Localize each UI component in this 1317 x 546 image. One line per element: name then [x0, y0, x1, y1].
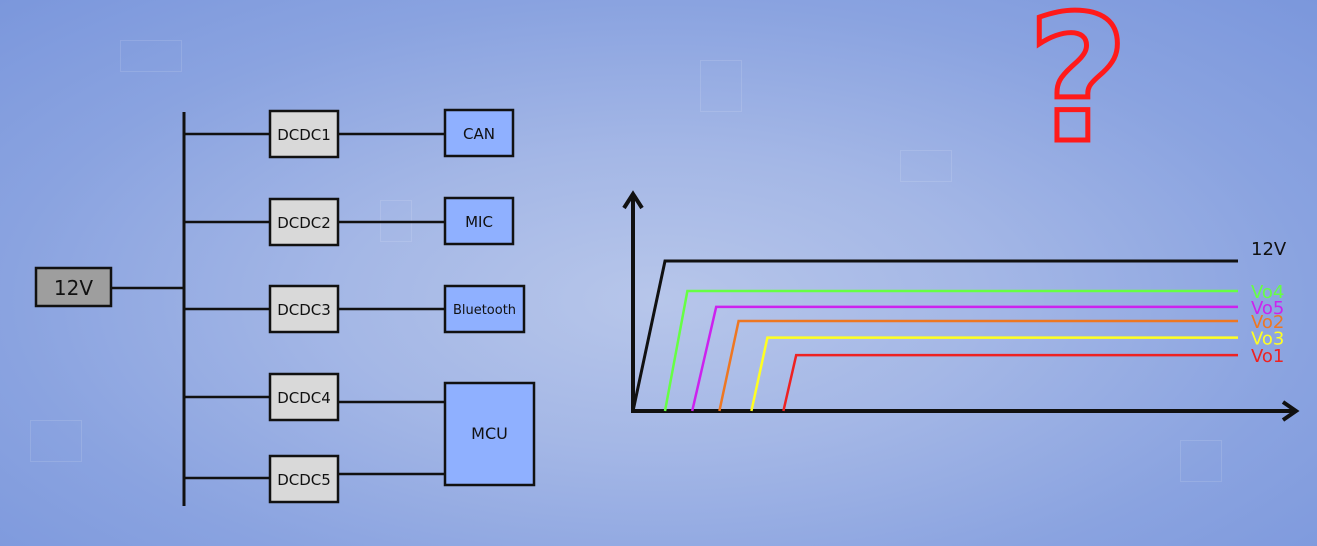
dcdc3-label: DCDC3: [277, 301, 331, 319]
mcu-block: MCU: [443, 381, 536, 487]
dcdc2-block: DCDC2: [268, 197, 340, 247]
dcdc2-label: DCDC2: [277, 214, 331, 232]
series-line-vo1: [782, 353, 1238, 412]
background-pattern: [700, 60, 742, 112]
dcdc1-block: DCDC1: [268, 109, 340, 159]
legend-label-vo5: Vo5: [1251, 298, 1284, 319]
source-label: 12V: [54, 276, 93, 300]
y-axis-arrowhead: [622, 190, 644, 210]
mcu-label: MCU: [471, 424, 508, 443]
series-line-vo5: [690, 305, 1238, 412]
background-pattern: [120, 40, 182, 72]
bluetooth-block: Bluetooth: [443, 284, 526, 334]
background-pattern: [900, 150, 952, 182]
mic-label: MIC: [465, 213, 493, 231]
dcdc4-block: DCDC4: [268, 372, 340, 422]
dcdc1-label: DCDC1: [277, 126, 331, 144]
legend-label-vo1: Vo1: [1251, 346, 1284, 367]
legend-label-vo4: Vo4: [1251, 282, 1284, 303]
background-pattern: [30, 420, 82, 462]
dcdc4-label: DCDC4: [277, 389, 331, 407]
series-line-vo4: [663, 289, 1238, 412]
series-line-vo3: [750, 336, 1238, 412]
can-block: CAN: [443, 108, 515, 158]
series-line-12v: [631, 259, 1238, 412]
can-label: CAN: [463, 125, 495, 143]
question-mark-icon: ?: [1027, 0, 1129, 182]
dcdc5-block: DCDC5: [268, 454, 340, 504]
source-12v-block: 12V: [34, 266, 113, 308]
series-line-vo2: [718, 319, 1238, 412]
series-layer: [631, 259, 1238, 412]
legend-label-vo3: Vo3: [1251, 329, 1284, 350]
x-axis-arrowhead: [1281, 400, 1300, 422]
bluetooth-label: Bluetooth: [453, 303, 516, 318]
block-diagram: 12V DCDC1 DCDC2 DCDC3 DCDC4 DCDC5: [34, 108, 536, 506]
background-pattern: [1180, 440, 1222, 482]
dcdc5-label: DCDC5: [277, 471, 331, 489]
mic-block: MIC: [443, 196, 515, 246]
legend-label-12v: 12V: [1251, 239, 1287, 260]
legend-label-vo2: Vo2: [1251, 312, 1284, 333]
dcdc3-block: DCDC3: [268, 284, 340, 334]
